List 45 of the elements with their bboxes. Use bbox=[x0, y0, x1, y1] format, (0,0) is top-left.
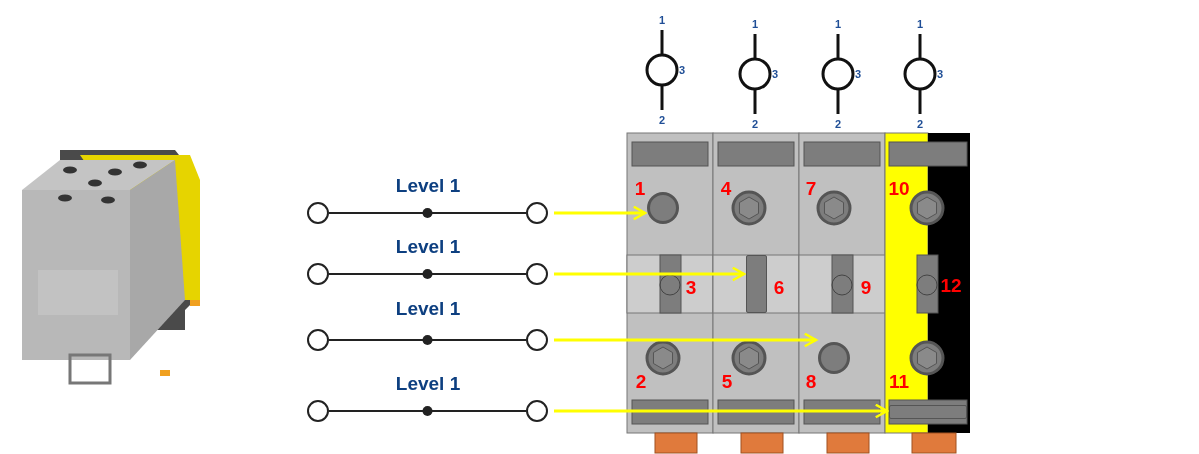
level-label: Level 1 bbox=[395, 175, 461, 195]
terminal-circle bbox=[526, 400, 548, 422]
callout-number: 11 bbox=[888, 371, 910, 391]
callout-number: 10 bbox=[888, 178, 910, 198]
pin-number: 1 bbox=[834, 18, 842, 30]
callout-number: 1 bbox=[634, 178, 646, 198]
callout-number: 7 bbox=[805, 178, 817, 198]
arrow bbox=[554, 332, 818, 348]
terminal-circle bbox=[307, 202, 329, 224]
pin-number: 3 bbox=[854, 68, 862, 80]
pin-number: 3 bbox=[678, 64, 686, 76]
arrow bbox=[554, 266, 746, 282]
terminal-circle bbox=[307, 329, 329, 351]
callout-number: 4 bbox=[720, 178, 732, 198]
callout-number: 6 bbox=[773, 277, 785, 297]
callout-number: 12 bbox=[940, 275, 962, 295]
wire-line bbox=[328, 212, 527, 214]
wire-line bbox=[328, 339, 527, 341]
terminal-circle bbox=[526, 202, 548, 224]
pin-number: 3 bbox=[771, 68, 779, 80]
terminal-circle bbox=[307, 400, 329, 422]
terminal-circle bbox=[307, 263, 329, 285]
wire-line bbox=[328, 273, 527, 275]
arrow bbox=[554, 205, 647, 221]
pin-number: 2 bbox=[834, 118, 842, 130]
callout-number: 2 bbox=[635, 371, 647, 391]
pin-number: 1 bbox=[658, 14, 666, 26]
callout-number: 8 bbox=[805, 371, 817, 391]
pin-number: 1 bbox=[751, 18, 759, 30]
pin-number: 1 bbox=[916, 18, 924, 30]
level-label: Level 1 bbox=[395, 373, 461, 393]
pin-number: 3 bbox=[936, 68, 944, 80]
pin-number: 2 bbox=[751, 118, 759, 130]
level-label: Level 1 bbox=[395, 298, 461, 318]
callout-number: 9 bbox=[860, 277, 872, 297]
wire-line bbox=[328, 410, 527, 412]
bridge-bar bbox=[746, 255, 767, 313]
terminal-circle bbox=[526, 329, 548, 351]
pin-number: 2 bbox=[916, 118, 924, 130]
terminal-circle bbox=[526, 263, 548, 285]
level-label: Level 1 bbox=[395, 236, 461, 256]
pin-number: 2 bbox=[658, 114, 666, 126]
clamp-bar bbox=[889, 405, 967, 419]
callout-number: 3 bbox=[685, 277, 697, 297]
callout-number: 5 bbox=[721, 371, 733, 391]
